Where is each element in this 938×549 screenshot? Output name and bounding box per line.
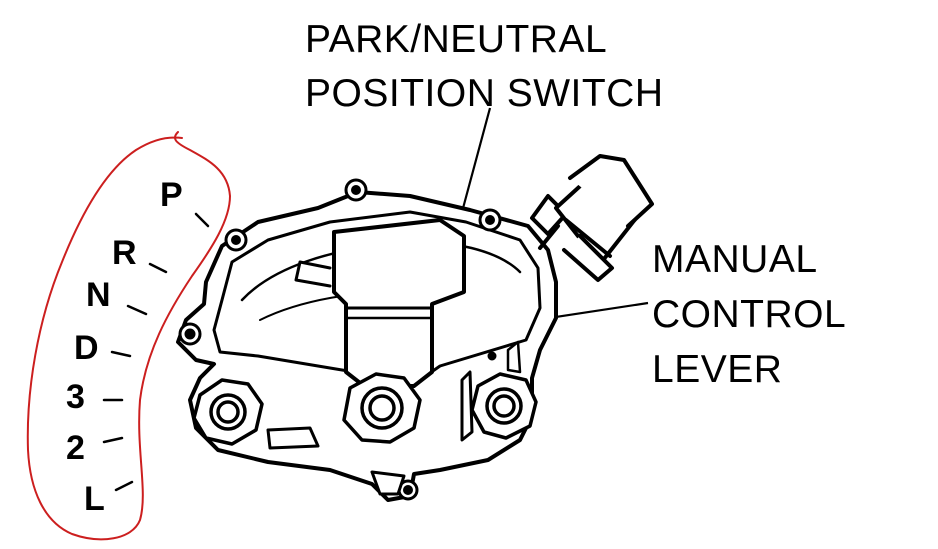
bottom-foot bbox=[370, 470, 406, 496]
gear-label-3: 3 bbox=[66, 378, 85, 416]
switch-leader-line bbox=[460, 107, 492, 213]
gear-label-p: P bbox=[160, 176, 183, 214]
switch-callout-line-1: PARK/NEUTRAL bbox=[305, 18, 607, 61]
detent-dot bbox=[487, 351, 497, 361]
lever-callout-line-1: MANUAL bbox=[652, 238, 818, 281]
wire-connector bbox=[530, 154, 654, 282]
gear-label-d: D bbox=[74, 329, 99, 367]
switch-callout-line-2: POSITION SWITCH bbox=[305, 72, 664, 115]
mount-bosses bbox=[178, 178, 502, 501]
red-annotation-loop bbox=[26, 131, 232, 541]
switch-body bbox=[176, 154, 654, 502]
gear-label-l: L bbox=[84, 480, 105, 518]
gear-scale: P R N D 3 2 L bbox=[66, 176, 210, 518]
switch-callout: PARK/NEUTRAL POSITION SWITCH bbox=[305, 18, 664, 115]
bolts bbox=[192, 372, 538, 446]
gear-tick-marks bbox=[102, 212, 210, 492]
lower-slot bbox=[266, 426, 320, 450]
gear-label-n: N bbox=[86, 276, 111, 314]
left-tab bbox=[294, 260, 332, 288]
lever-callout-line-2: CONTROL bbox=[652, 293, 846, 336]
guide-slot-2 bbox=[506, 340, 522, 374]
lever-callout-line-3: LEVER bbox=[652, 348, 782, 391]
inner-rim bbox=[212, 210, 542, 382]
lever-callout: MANUAL CONTROL LEVER bbox=[652, 238, 846, 391]
guide-slot bbox=[460, 370, 474, 442]
gear-label-r: R bbox=[112, 234, 137, 272]
gear-label-2: 2 bbox=[66, 429, 85, 467]
manual-control-lever bbox=[332, 218, 466, 388]
